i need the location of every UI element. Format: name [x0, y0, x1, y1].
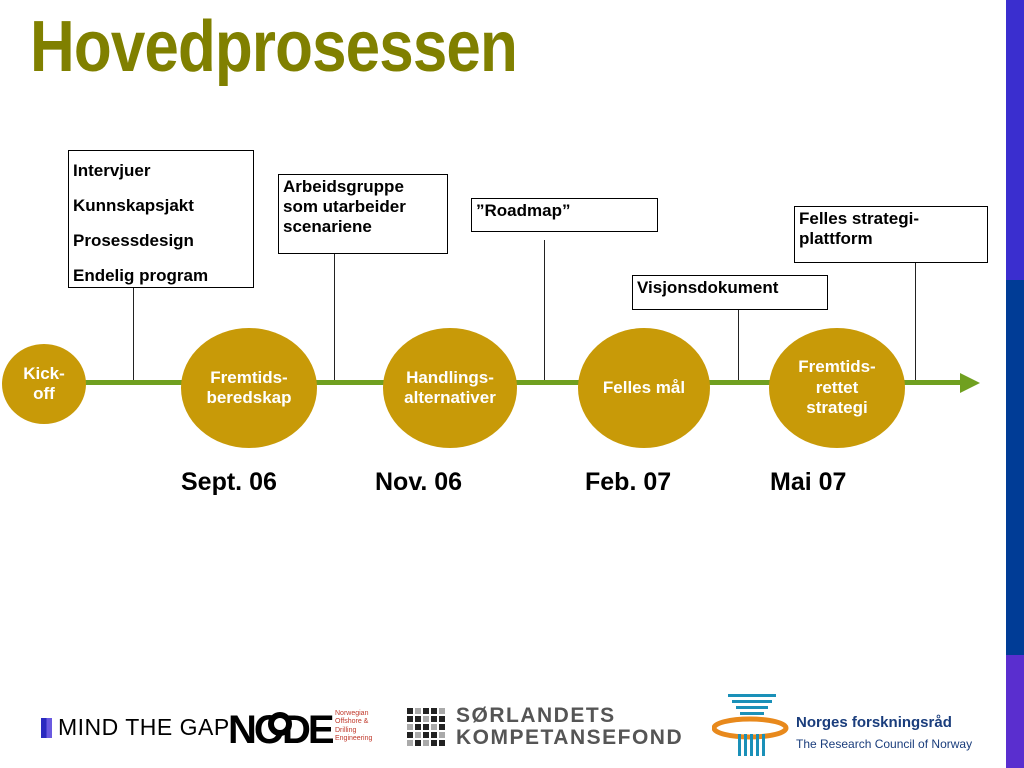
date-label: Mai 07 — [770, 468, 847, 496]
node-sub-line: Engineering — [335, 735, 373, 743]
sorlandets-logo: SØRLANDETS KOMPETANSEFOND — [456, 704, 684, 750]
node-label-line: Fremtids- — [210, 367, 288, 387]
sorlandets-line: KOMPETANSEFOND — [456, 726, 684, 750]
annotation-line: Felles strategi- — [799, 209, 919, 228]
annotation-line: som utarbeider — [283, 197, 406, 217]
node-logo-ring-icon — [268, 712, 292, 736]
node-label-line: off — [33, 384, 55, 403]
annotation-box-vision-document: Visjonsdokument — [632, 275, 828, 310]
annotation-line: Visjonsdokument — [637, 278, 779, 297]
node-kick-off: Kick-off — [2, 344, 86, 424]
node-label: Fremtids-beredskap — [206, 368, 291, 409]
node-label-line: Felles mål — [602, 377, 686, 397]
date-label: Nov. 06 — [375, 468, 463, 496]
research-council-logo: Norges forskningsråd The Research Counci… — [796, 714, 972, 751]
annotation-box-strategy-platform: Felles strategi-plattform — [794, 206, 988, 263]
annotation-line: Kunnskapsjakt — [73, 196, 194, 215]
annotation-box-roadmap: ”Roadmap” — [471, 198, 658, 232]
node-sub-line: Offshore & — [335, 718, 369, 726]
annotation-line: Endelig program — [73, 266, 209, 285]
annotation-line: plattform — [799, 229, 873, 249]
connector-line — [133, 288, 134, 382]
node-label-line: strategi — [806, 398, 868, 418]
node-action-alternatives: Handlings-alternativer — [383, 328, 517, 448]
research-council-logo-icon — [712, 694, 789, 756]
connector-line — [915, 263, 916, 382]
node-label: Kick-off — [23, 364, 65, 405]
node-label-line: Fremtids- — [798, 357, 876, 377]
node-logo-subtitle: Norwegian Offshore & Drilling Engineerin… — [335, 710, 372, 744]
node-label: Handlings-alternativer — [404, 368, 496, 409]
node-label-line: alternativer — [404, 388, 496, 407]
accent-bar-top — [1006, 0, 1024, 280]
date-label: Feb. 07 — [585, 468, 672, 496]
slide-title: Hovedprosessen — [30, 7, 518, 87]
connector-line — [334, 254, 335, 382]
date-label: Sept. 06 — [181, 468, 277, 496]
mind-the-gap-logo-mark — [41, 718, 52, 738]
node-common-goal: Felles mål — [578, 328, 710, 448]
node-label-line: beredskap — [206, 388, 292, 407]
node-sub-line: Drilling — [335, 726, 357, 734]
connector-line — [544, 240, 545, 382]
node-label-line: Kick- — [23, 363, 65, 383]
research-council-name-english: The Research Council of Norway — [796, 737, 973, 751]
node-sub-line: Norwegian — [335, 710, 369, 717]
sorlandets-line: SØRLANDETS — [456, 704, 616, 727]
node-label-line: Handlings- — [406, 367, 494, 387]
annotation-line: Intervjuer — [73, 161, 151, 180]
connector-line — [738, 310, 739, 382]
annotation-line: Prosessdesign — [73, 231, 194, 250]
node-label-line: rettet — [815, 377, 859, 397]
footer-logos: MIND THE GAP NODE Norwegian Offshore & D… — [0, 690, 1000, 768]
accent-bar-middle — [1006, 280, 1024, 655]
node-future-readiness: Fremtids-beredskap — [181, 328, 317, 448]
annotation-line: scenariene — [283, 217, 372, 237]
timeline-arrow-icon — [960, 373, 980, 393]
node-label: Felles mål — [603, 378, 685, 398]
right-accent-bar — [1006, 0, 1024, 768]
accent-bar-bottom — [1006, 655, 1024, 768]
sorlandets-logo-grid-icon — [406, 707, 446, 747]
annotation-line: Arbeidsgruppe — [283, 177, 404, 196]
research-council-name: Norges forskningsråd — [796, 714, 952, 731]
mind-the-gap-logo: MIND THE GAP — [58, 714, 230, 740]
annotation-line: ”Roadmap” — [476, 201, 571, 220]
